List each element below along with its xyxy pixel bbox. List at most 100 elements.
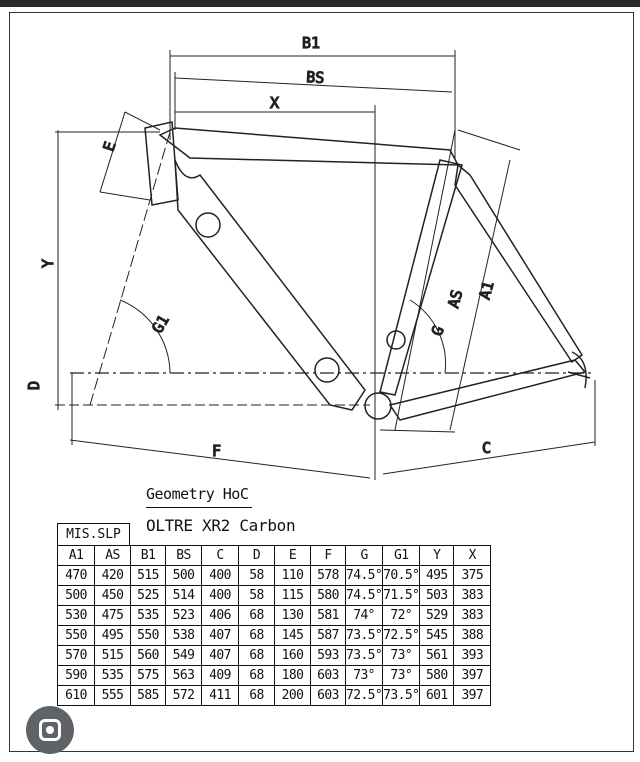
top-bar: [0, 0, 640, 7]
column-header: B1: [130, 545, 166, 566]
table-cell: 68: [238, 625, 275, 646]
label-g1: G1: [148, 312, 173, 337]
table-cell: 383: [453, 585, 492, 606]
table-cell: 68: [238, 665, 275, 686]
table-cell: 72.5°: [382, 625, 421, 646]
column-header: A1: [57, 545, 95, 566]
table-cell: 575: [130, 665, 166, 686]
table-cell: 549: [165, 645, 202, 666]
table-cell: 525: [130, 585, 166, 606]
table-cell: 550: [57, 625, 95, 646]
table-cell: 503: [419, 585, 455, 606]
model-name: OLTRE XR2 Carbon: [146, 516, 296, 535]
table-cell: 58: [238, 585, 275, 606]
table-cell: 601: [419, 685, 455, 706]
table-cell: 400: [201, 565, 239, 586]
table-cell: 530: [57, 605, 95, 626]
table-cell: 73°: [382, 645, 421, 666]
geometry-title: Geometry HoC: [146, 485, 253, 508]
column-header: Y: [419, 545, 455, 566]
table-cell: 610: [57, 685, 95, 706]
table-cell: 110: [274, 565, 311, 586]
table-cell: 407: [201, 625, 239, 646]
table-cell: 545: [419, 625, 455, 646]
table-cell: 580: [310, 585, 346, 606]
table-cell: 68: [238, 685, 275, 706]
table-cell: 470: [57, 565, 95, 586]
table-cell: 529: [419, 605, 455, 626]
table-cell: 550: [130, 625, 166, 646]
table-cell: 450: [94, 585, 131, 606]
table-cell: 397: [453, 665, 492, 686]
table-cell: 130: [274, 605, 311, 626]
label-d: D: [25, 381, 43, 390]
table-cell: 70.5°: [382, 565, 421, 586]
table-cell: 160: [274, 645, 311, 666]
table-cell: 535: [94, 665, 131, 686]
table-cell: 180: [274, 665, 311, 686]
column-header: AS: [94, 545, 131, 566]
table-cell: 388: [453, 625, 492, 646]
table-cell: 515: [94, 645, 131, 666]
table-cell: 495: [94, 625, 131, 646]
table-cell: 572: [165, 685, 202, 706]
table-cell: 68: [238, 645, 275, 666]
table-cell: 68: [238, 605, 275, 626]
column-header: D: [238, 545, 275, 566]
label-bs: BS: [306, 68, 325, 87]
table-cell: 145: [274, 625, 311, 646]
table-cell: 411: [201, 685, 239, 706]
column-header: G: [344, 545, 384, 566]
label-as: AS: [444, 288, 466, 310]
table-cell: 561: [419, 645, 455, 666]
bike-frame: [144, 121, 591, 421]
table-cell: 560: [130, 645, 166, 666]
table-cell: 563: [165, 665, 202, 686]
table-cell: 74.5°: [344, 565, 384, 586]
table-cell: 555: [94, 685, 131, 706]
table-cell: 587: [310, 625, 346, 646]
table-cell: 115: [274, 585, 311, 606]
drawing-border: [9, 12, 634, 752]
table-cell: 73°: [382, 665, 421, 686]
column-header: G1: [382, 545, 421, 566]
table-cell: 500: [57, 585, 95, 606]
table-cell: 538: [165, 625, 202, 646]
label-a1: A1: [475, 279, 497, 301]
table-cell: 200: [274, 685, 311, 706]
size-group-header: MIS.SLP: [57, 523, 130, 545]
table-cell: 515: [130, 565, 166, 586]
table-cell: 593: [310, 645, 346, 666]
table-cell: 393: [453, 645, 492, 666]
frame-geometry-drawing: B1 BS X E Y D G1 G AS A1 F C: [24, 33, 596, 480]
google-lens-icon[interactable]: [26, 706, 74, 754]
table-cell: 73°: [344, 665, 384, 686]
column-header: E: [274, 545, 311, 566]
column-header: BS: [165, 545, 202, 566]
label-x: X: [270, 94, 279, 112]
column-header: F: [310, 545, 346, 566]
table-cell: 475: [94, 605, 131, 626]
table-cell: 581: [310, 605, 346, 626]
table-cell: 383: [453, 605, 492, 626]
table-cell: 73.5°: [382, 685, 421, 706]
table-cell: 523: [165, 605, 202, 626]
table-cell: 400: [201, 585, 239, 606]
table-cell: 397: [453, 685, 492, 706]
label-g: G: [428, 323, 448, 339]
table-cell: 407: [201, 645, 239, 666]
table-cell: 74°: [344, 605, 384, 626]
table-cell: 375: [453, 565, 492, 586]
table-cell: 585: [130, 685, 166, 706]
table-cell: 71.5°: [382, 585, 421, 606]
table-cell: 495: [419, 565, 455, 586]
table-cell: 514: [165, 585, 202, 606]
column-header: X: [453, 545, 492, 566]
